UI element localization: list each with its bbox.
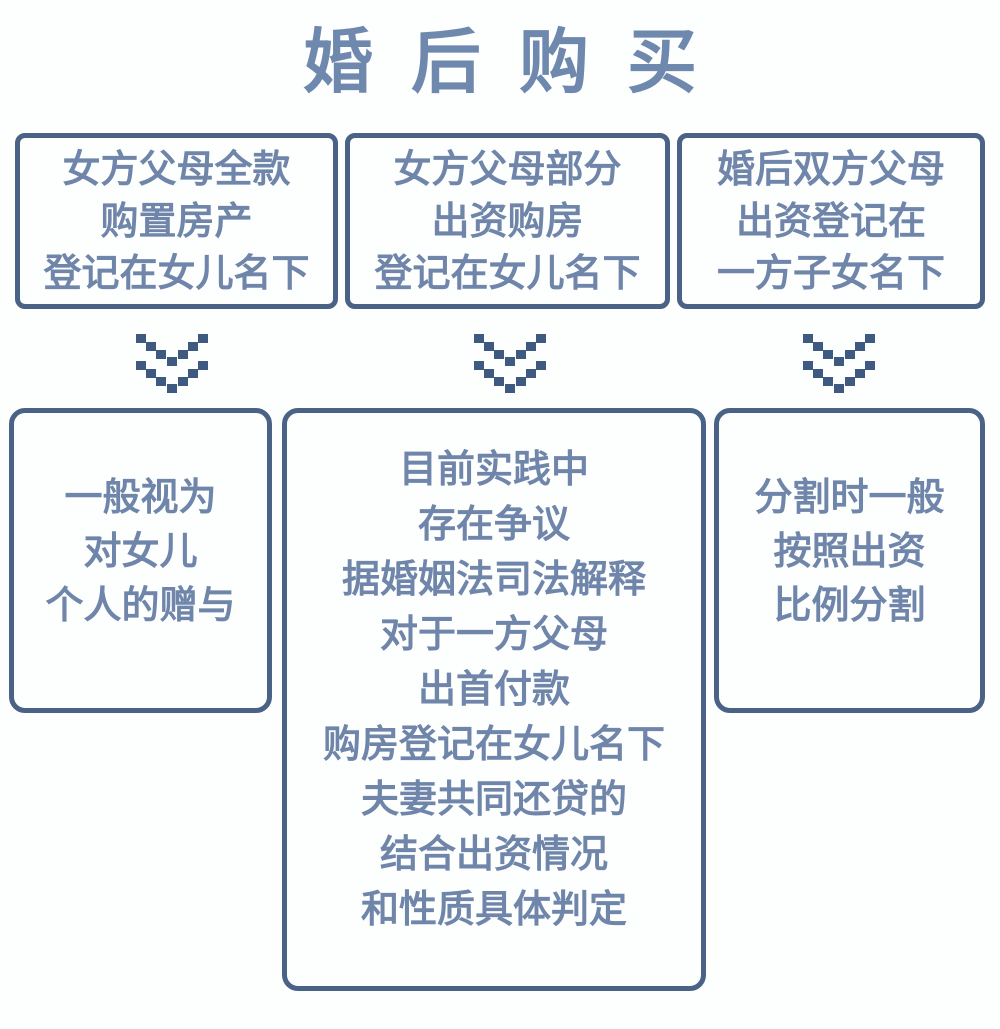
result-box-disputed: 目前实践中 存在争议 据婚姻法司法解释 对于一方父母 出首付款 购房登记在女儿名… (282, 408, 706, 991)
box-line: 购置房产 (100, 199, 253, 243)
box-line: 对于一方父母 (379, 612, 608, 656)
box-line: 存在争议 (417, 502, 570, 546)
scenario-box-full-payment: 女方父母全款 购置房产 登记在女儿名下 (15, 133, 338, 309)
box-line: 女方父母全款 (62, 147, 291, 191)
result-box-proportional: 分割时一般 按照出资 比例分割 (714, 408, 985, 713)
result-box-gift: 一般视为 对女儿 个人的赠与 (9, 408, 272, 713)
box-line: 出资购房 (431, 199, 584, 243)
page-title: 婚后购买 (303, 21, 735, 103)
box-line: 登记在女儿名下 (374, 251, 641, 295)
scenario-box-both-parents: 婚后双方父母 出资登记在 一方子女名下 (677, 133, 985, 309)
box-line: 据婚姻法司法解释 (341, 557, 646, 601)
box-line: 女方父母部分 (393, 147, 622, 191)
box-line: 结合出资情况 (379, 832, 608, 876)
box-line: 婚后双方父母 (716, 147, 945, 191)
scenario-box-partial-payment: 女方父母部分 出资购房 登记在女儿名下 (345, 133, 670, 309)
box-line: 分割时一般 (754, 474, 945, 519)
box-line: 目前实践中 (398, 447, 589, 491)
box-line: 一方子女名下 (716, 251, 945, 295)
box-line: 按照出资 (773, 528, 926, 573)
box-line: 夫妻共同还贷的 (360, 777, 627, 821)
box-line: 一般视为 (64, 474, 217, 519)
box-line: 和性质具体判定 (360, 887, 627, 931)
box-line: 登记在女儿名下 (43, 251, 310, 295)
double-chevron-down-icon (474, 334, 546, 393)
box-line: 出首付款 (417, 667, 570, 711)
box-line: 比例分割 (773, 582, 926, 627)
box-line: 对女儿 (83, 528, 198, 573)
box-line: 购房登记在女儿名下 (322, 722, 665, 766)
double-chevron-down-icon (136, 334, 208, 393)
box-line: 出资登记在 (735, 199, 926, 243)
double-chevron-down-icon (803, 334, 875, 393)
box-line: 个人的赠与 (45, 582, 236, 627)
